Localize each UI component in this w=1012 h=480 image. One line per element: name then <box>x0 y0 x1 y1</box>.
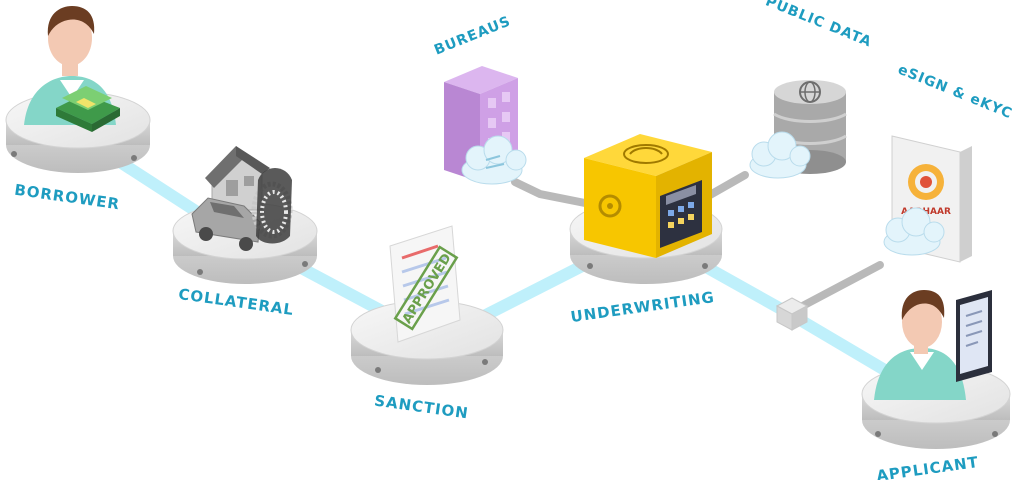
globe-icon <box>799 81 821 103</box>
applicant-person-icon <box>874 290 966 400</box>
arm-public-data <box>706 171 749 199</box>
gear-icon <box>598 194 622 218</box>
approved-document-icon: APPROVED <box>389 225 461 343</box>
cash-icon <box>56 86 120 132</box>
connector-sanction-underwriting <box>474 256 596 324</box>
cloud-icon-bureaus <box>461 135 527 185</box>
junction-box <box>775 297 809 331</box>
brain-icon <box>623 144 669 164</box>
cloud-icon-public-data <box>749 131 811 179</box>
house-icon <box>205 146 270 211</box>
cloud-icon-esign <box>883 207 945 256</box>
arm-bureaus <box>511 178 599 209</box>
tablet-icon <box>956 290 992 382</box>
underwriting-cube-icon <box>584 134 712 258</box>
calculator-icon <box>660 180 702 248</box>
car-icon <box>191 197 261 251</box>
data-arms <box>511 171 884 331</box>
arm-esign <box>791 261 884 314</box>
necklace-icon <box>251 168 293 244</box>
